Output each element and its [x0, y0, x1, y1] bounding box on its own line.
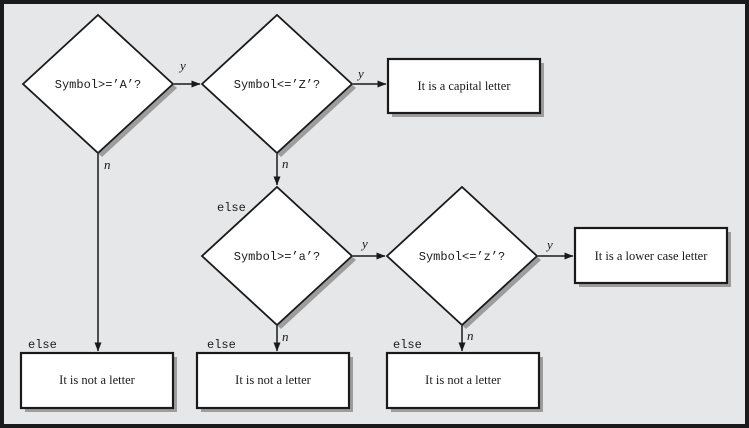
- edge-label-texts: y y y y n n n n else else else else: [28, 58, 553, 352]
- box-shape: [573, 226, 729, 285]
- else-label-middle: else: [207, 338, 236, 352]
- decision-label: Symbol<=’z’?: [419, 250, 505, 264]
- decision-symbol-le-lower-z: Symbol<=’z’?: [385, 185, 541, 329]
- decision-symbol-ge-lower-a: Symbol>=’a’?: [200, 185, 356, 329]
- outcome-not-a-letter-left: It is not a letter: [19, 351, 177, 412]
- box-shape: [195, 351, 351, 410]
- box-shape: [19, 351, 175, 410]
- decision-symbol-ge-capital-a: Symbol>=’A’?: [21, 13, 177, 157]
- outcome-lower-case-letter: It is a lower case letter: [573, 226, 731, 287]
- flow-edges: [94, 80, 574, 352]
- diamond-shape: [200, 13, 354, 155]
- outcome-label: It is not a letter: [425, 373, 502, 387]
- outcome-not-a-letter-middle: It is not a letter: [195, 351, 353, 412]
- no-label-d3: n: [282, 329, 289, 344]
- no-label-d2: n: [282, 156, 289, 171]
- no-label-d1: n: [104, 157, 111, 172]
- diamond-shape: [21, 13, 175, 155]
- decision-label: Symbol>=’a’?: [234, 250, 320, 264]
- else-label-left: else: [28, 338, 57, 352]
- outcome-label: It is not a letter: [235, 373, 312, 387]
- decision-label: Symbol>=’A’?: [55, 78, 141, 92]
- else-label-right: else: [393, 338, 422, 352]
- outcome-label: It is a capital letter: [417, 79, 511, 93]
- no-label-d4: n: [467, 328, 474, 343]
- yes-label-d2: y: [356, 66, 364, 81]
- outcome-label: It is not a letter: [59, 373, 136, 387]
- decision-label: Symbol<=’Z’?: [234, 78, 320, 92]
- yes-label-d3: y: [360, 236, 368, 251]
- diamond-shape: [200, 185, 354, 327]
- decision-symbol-le-capital-z: Symbol<=’Z’?: [200, 13, 356, 157]
- diamond-shape: [385, 185, 539, 327]
- else-label-d3: else: [217, 201, 246, 215]
- box-shape: [385, 351, 541, 410]
- outcome-capital-letter: It is a capital letter: [386, 57, 544, 117]
- outcome-label: It is a lower case letter: [595, 249, 709, 263]
- box-shape: [386, 57, 542, 115]
- yes-label-d1: y: [178, 58, 186, 73]
- outcome-not-a-letter-right: It is not a letter: [385, 351, 543, 412]
- yes-label-d4: y: [545, 237, 553, 252]
